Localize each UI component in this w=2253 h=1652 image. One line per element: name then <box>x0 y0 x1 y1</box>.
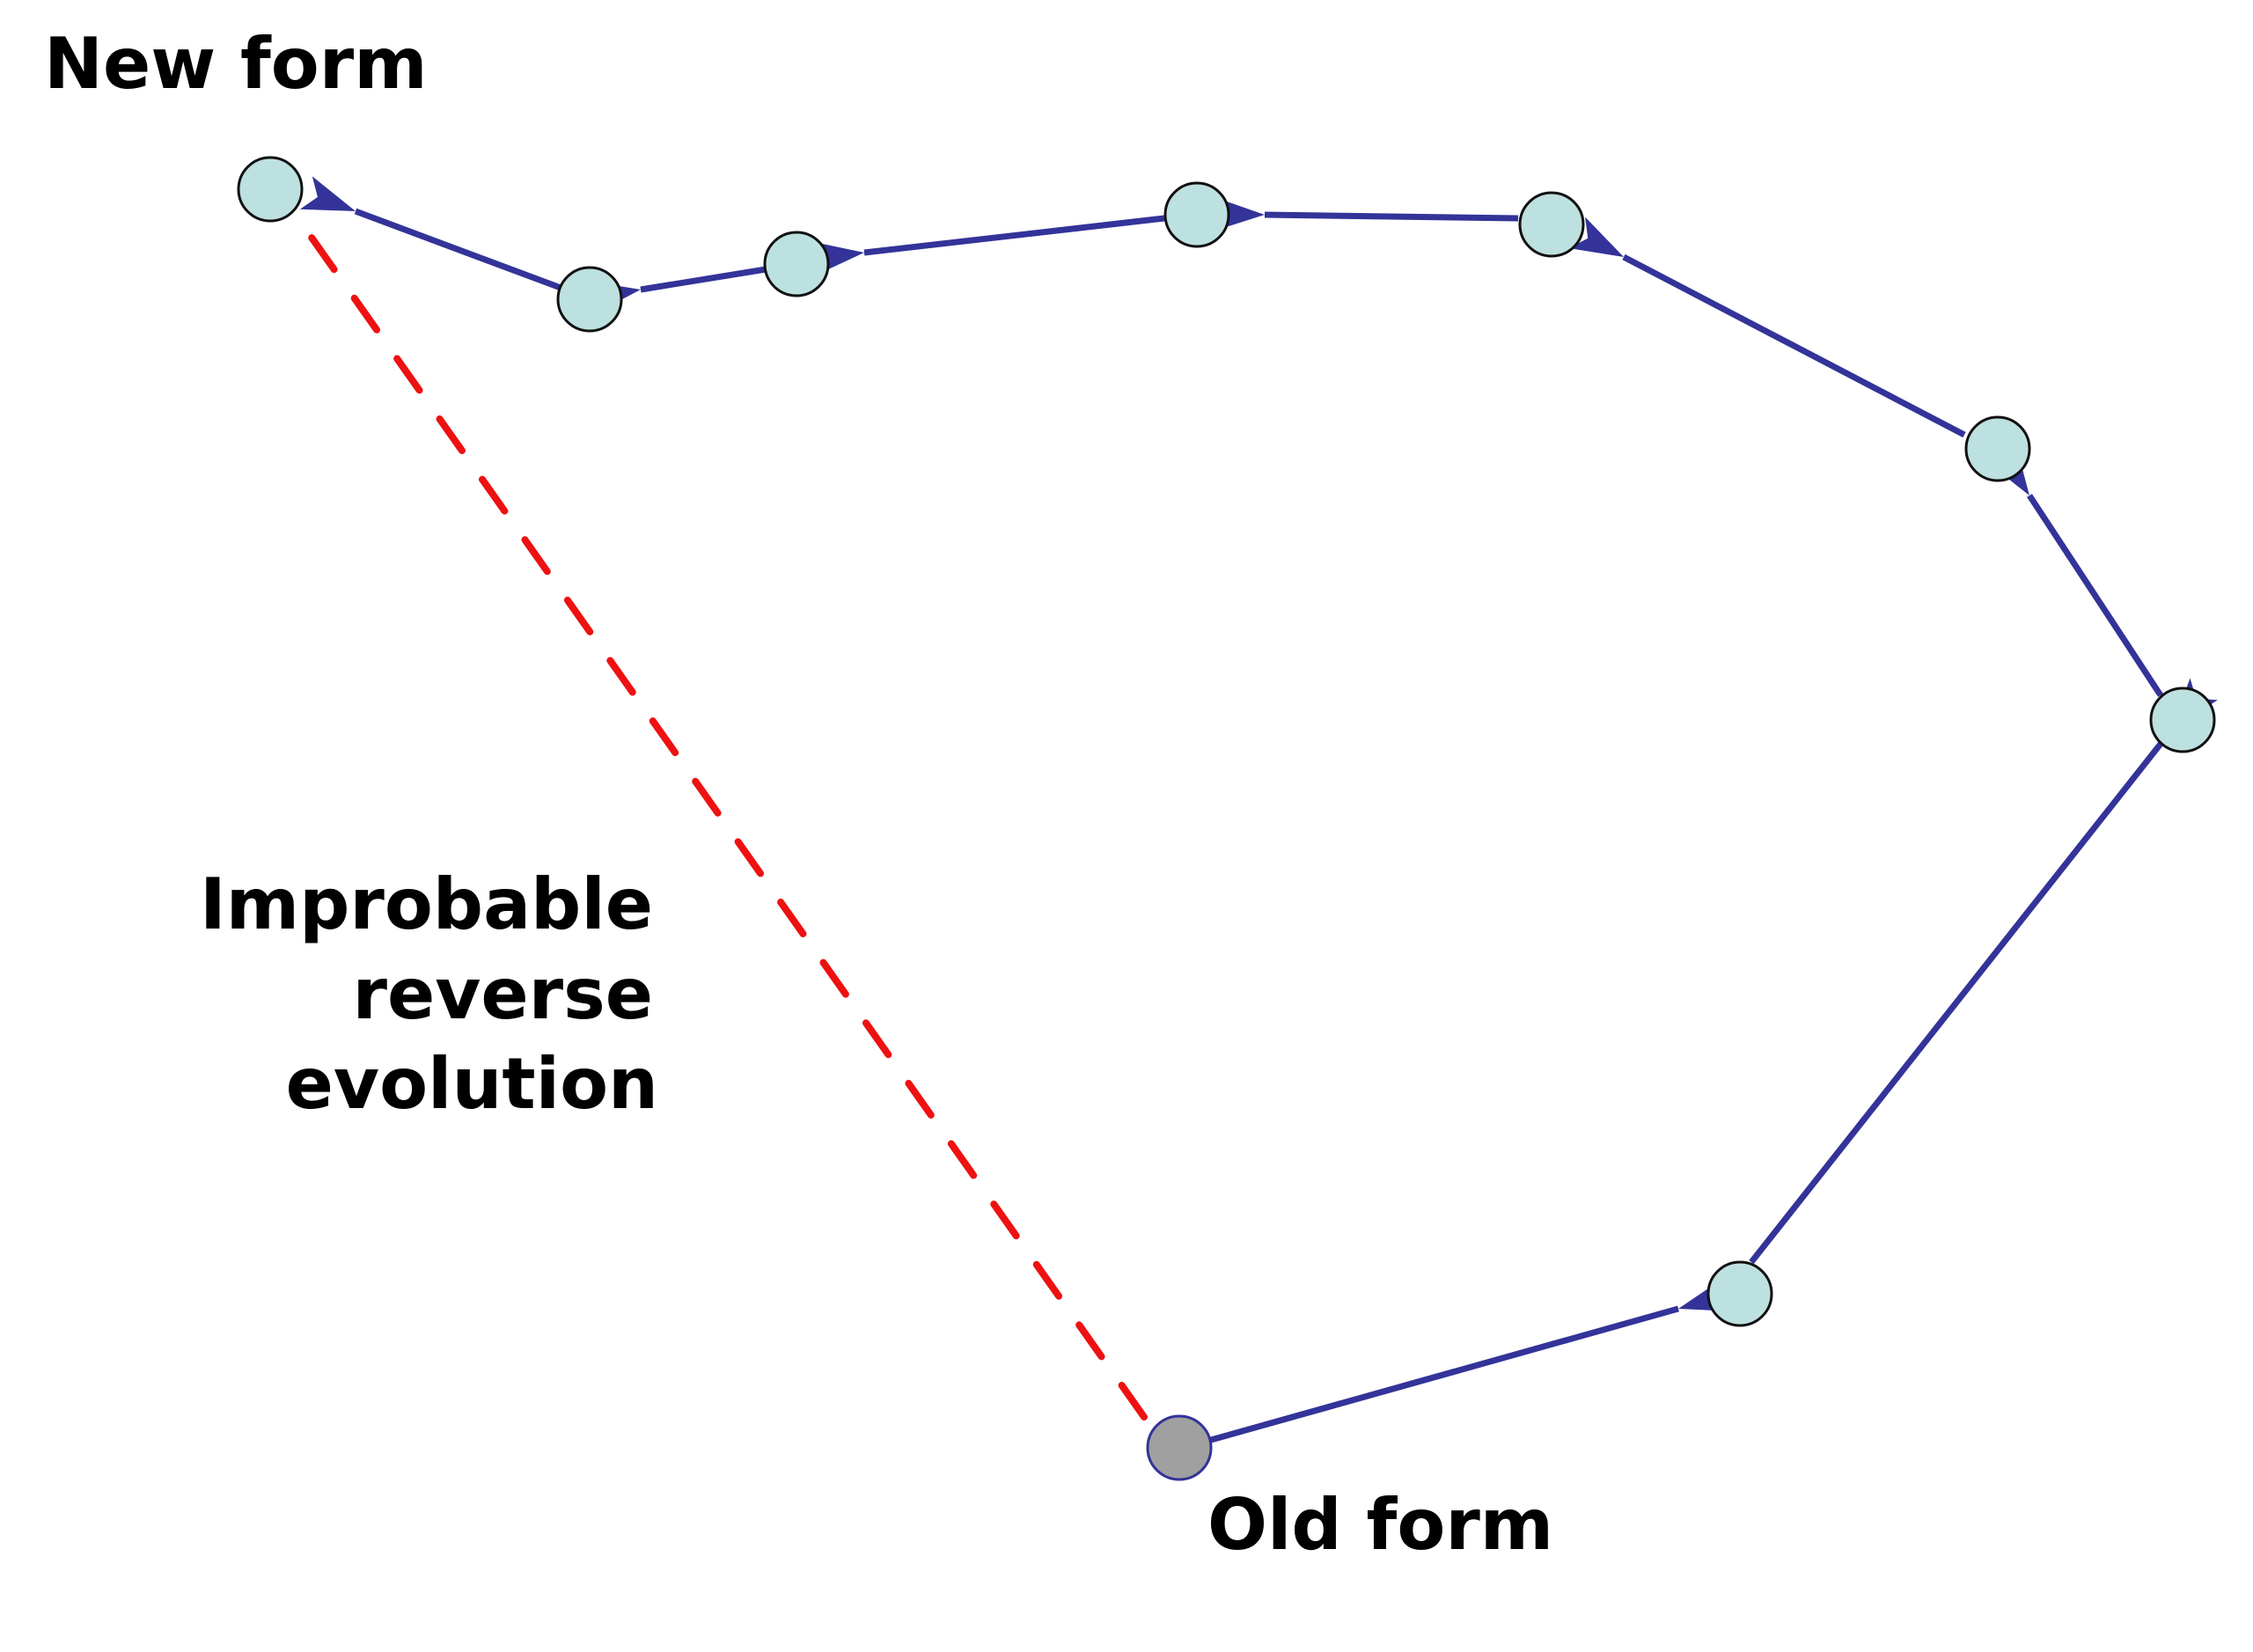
edge-8 <box>299 176 562 291</box>
node-step-6 <box>763 231 830 297</box>
node-step-3 <box>1964 415 2031 482</box>
edge-3 <box>1985 441 2163 697</box>
evolution-nodes <box>237 156 2216 1481</box>
edge-5 <box>1211 196 1519 232</box>
edge-1 <box>1210 1277 1735 1443</box>
edge-2 <box>1749 678 2218 1265</box>
reverse-evolution-label-line-2: reverse <box>353 953 653 1035</box>
node-step-1 <box>1706 1260 1773 1327</box>
node-new-form <box>237 156 304 223</box>
reverse-evolution-line <box>296 217 1148 1421</box>
node-step-4 <box>1518 191 1585 258</box>
node-step-5 <box>1163 181 1230 248</box>
reverse-evolution-label-line-3: evolution <box>286 1043 658 1125</box>
node-step-2 <box>2149 686 2216 753</box>
old-form-label: Old form <box>1207 1484 1553 1566</box>
node-old-form <box>1146 1414 1213 1481</box>
edge-6 <box>810 215 1165 276</box>
evolution-path <box>299 176 2218 1443</box>
edge-4 <box>1568 217 1966 438</box>
node-step-7 <box>556 266 623 333</box>
new-form-label: New form <box>44 23 428 105</box>
reverse-evolution-label-line-1: Improbable <box>200 863 653 945</box>
edge-7 <box>585 266 767 316</box>
